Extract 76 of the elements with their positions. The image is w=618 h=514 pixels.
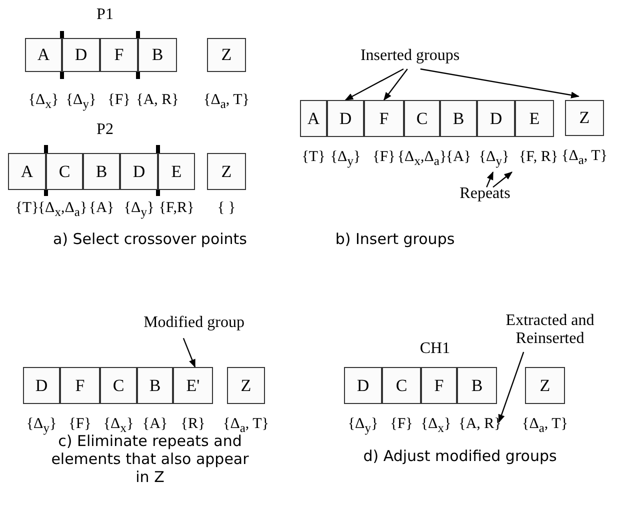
arrow [486,171,494,188]
group-box: F [60,367,100,404]
set-label: {A} [446,149,472,166]
arrow [384,68,408,101]
group-box: F [421,367,457,404]
arrow [182,338,196,368]
set-label: {Δ$_{y}$} [124,200,154,220]
set-label: {Δ$_{y}$} [348,416,378,436]
set-label: {F} [68,416,92,433]
group-box: D [23,367,60,404]
set-label: { } [217,200,236,217]
group-box: Z [207,38,246,72]
group-box: A [8,153,46,190]
arrow [344,68,404,101]
set-label: {F} [372,149,396,166]
set-label: {T} [15,200,39,217]
group-box: Z [565,100,604,136]
group-box: A [300,100,327,137]
callout-text: Extracted and Reinserted [490,312,610,352]
arrow [420,68,580,98]
group-box: C [404,100,440,137]
panel-caption: a) Select crossover points [52,230,248,248]
group-box: D [477,100,515,137]
set-label: {A, R} [136,92,179,109]
set-label: {Δ$_{x}$} [420,416,452,436]
set-label: {Δ$_{a}$, T} [223,416,269,435]
arrow [498,352,524,423]
group-box: Z [525,367,565,404]
group-box: B [83,153,120,190]
group-box: E [515,100,554,137]
callout-text: Modified group [128,314,260,336]
row-title: P1 [96,6,114,24]
group-box: C [46,153,83,190]
group-box: B [138,38,177,72]
set-label: {Δ$_{x}$} [28,92,59,112]
set-label: {F, R} [518,149,558,166]
group-box: D [62,38,100,72]
set-label: {A, R} [458,416,502,433]
group-box: A [25,38,62,72]
row-title: CH1 [418,340,452,358]
set-label: {F} [390,416,413,433]
set-label: {A} [88,200,114,217]
group-box: F [100,38,138,72]
set-label: {Δ$_{y}$} [66,92,96,112]
panel-caption: b) Insert groups [334,230,456,248]
set-label: {Δ$_{y}$} [330,149,361,169]
group-box: D [327,100,364,137]
set-label: {Δ$_{a}$, T} [204,92,250,112]
group-box: Z [207,153,246,190]
set-label: {Δ$_{a}$, T} [522,416,568,436]
set-label: {F,R} [158,200,194,217]
group-box: F [364,100,404,137]
set-label: {Δ$_{y}$} [478,149,510,169]
set-label: {R} [180,416,206,433]
group-box: E [158,153,195,190]
callout-text: Repeats [445,185,525,207]
group-box: D [344,367,382,404]
group-box: B [440,100,477,137]
group-box: E' [173,367,213,404]
group-box: Z [227,367,265,404]
group-box: B [137,367,173,404]
set-label: {Δ$_{a}$, T} [562,148,608,168]
set-label: {A} [142,416,168,433]
group-box: C [382,367,421,404]
set-label: {F} [108,92,130,109]
set-label: {Δ$_{x}$,Δ$_{a}$} [397,149,447,169]
set-label: {Δ$_{x}$,Δ$_{a}$} [38,200,88,220]
panel-caption: d) Adjust modified groups [362,447,558,465]
group-box: B [457,367,497,404]
set-label: {T} [302,149,326,166]
group-box: C [100,367,137,404]
callout-text: Inserted groups [345,47,475,69]
group-box: D [120,153,158,190]
arrow [492,172,513,188]
set-label: {Δ$_{x}$} [103,416,134,435]
row-title: P2 [96,121,114,139]
